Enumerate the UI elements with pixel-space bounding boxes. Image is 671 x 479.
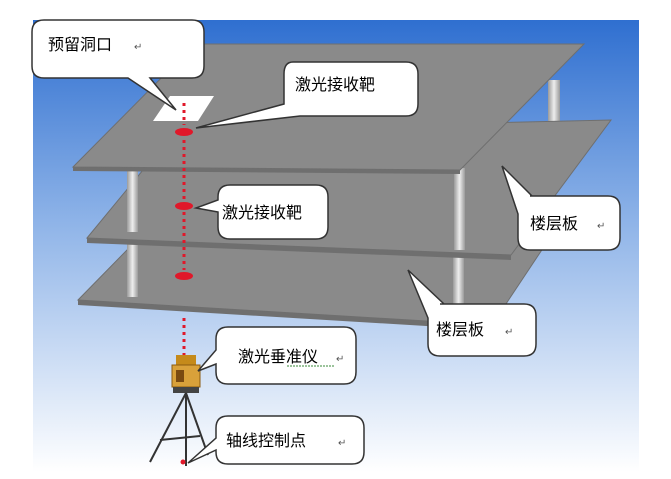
callout-laser-target-middle: 激光接收靶: [193, 184, 329, 240]
column-right-middle: [454, 168, 465, 250]
label-reserved-hole: 预留洞口: [48, 35, 112, 54]
column-left-middle: [127, 166, 138, 232]
callout-axis-control-point: 轴线控制点 ↵: [187, 415, 365, 465]
laser-target-middle: [175, 202, 193, 210]
column-back-right-upper: [548, 80, 560, 130]
paragraph-mark: ↵: [134, 42, 142, 53]
label-floor-slab-lower: 楼层板: [436, 320, 484, 339]
label-floor-slab-upper: 楼层板: [530, 214, 578, 233]
laser-target-lower: [175, 272, 193, 280]
label-laser-plummet: 激光垂准仪: [238, 347, 318, 366]
axis-control-point-mark: [180, 459, 186, 465]
floor-slab-top-edge: [73, 167, 460, 174]
laser-target-top: [175, 128, 193, 136]
tripod: [149, 392, 209, 466]
paragraph-mark: ↵: [336, 354, 344, 365]
floor-slab-lower-edge: [78, 300, 492, 330]
label-laser-target-middle: 激光接收靶: [222, 203, 302, 222]
callout-laser-target-top: 激光接收靶: [195, 61, 419, 129]
column-right-lower: [453, 243, 464, 318]
paragraph-mark: ↵: [597, 221, 605, 232]
callout-laser-plummet: 激光垂准仪 ↵: [197, 326, 357, 385]
laser-plummet-instrument: [171, 355, 201, 393]
callout-reserved-hole: 预留洞口 ↵: [31, 19, 205, 111]
paragraph-mark: ↵: [338, 438, 346, 449]
callout-floor-slab-upper: 楼层板 ↵: [501, 165, 621, 251]
callout-floor-slab-lower: 楼层板 ↵: [407, 269, 537, 357]
paragraph-mark: ↵: [505, 327, 513, 338]
label-laser-target-top: 激光接收靶: [295, 75, 375, 94]
label-axis-control-point: 轴线控制点: [226, 431, 306, 450]
floor-slab-middle-edge: [87, 238, 511, 260]
column-left-lower: [127, 243, 138, 297]
